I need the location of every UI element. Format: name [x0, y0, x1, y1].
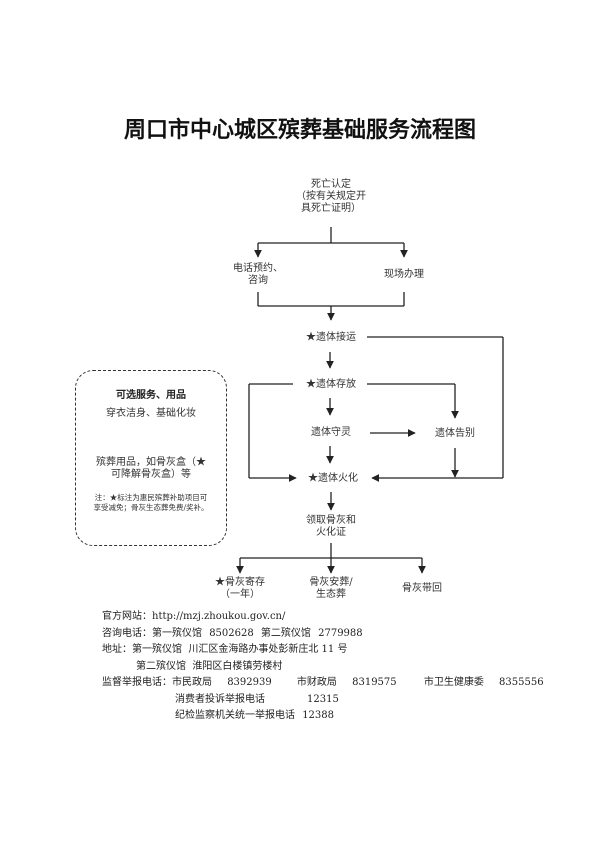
note-line: 注：★标注为惠民殡葬补助项目可: [94, 493, 208, 502]
report-1-name: 市民政局: [172, 677, 212, 688]
report-2-name: 市财政局: [296, 677, 337, 688]
node-storage: ★遗体存放: [306, 379, 356, 390]
node-line: 死亡认定: [311, 179, 351, 190]
node-transport: ★遗体接运: [306, 332, 356, 343]
supplies-line: 可降解骨灰盒）等: [111, 469, 191, 480]
report-phone-row-3: 纪检监察机关统一举报电话 12388: [175, 710, 334, 722]
report-phone-row: 监督举报电话：市民政局 8392939 市财政局 8319575 市卫生健康委 …: [102, 677, 544, 689]
report-1-phone: 8392939: [227, 677, 272, 688]
website-row: 官方网站：http://mzj.zhoukou.gov.cn/: [102, 611, 285, 623]
optional-service-dressing: 穿衣洁身、基础化妆: [106, 408, 196, 419]
node-line: （一年）: [220, 589, 260, 600]
address-row: 地址：第一殡仪馆 川汇区金海路办事处彭新庄北 11 号: [102, 644, 347, 656]
node-line: 火化证: [316, 527, 346, 538]
node-phone-appointment: 电话预约、 咨询: [220, 263, 296, 287]
funeral-home-2-phone: 2779988: [318, 628, 363, 639]
report-3-phone: 8355556: [499, 677, 544, 688]
consult-phone-row: 咨询电话：第一殡仪馆 8502628 第二殡仪馆 2779988: [102, 628, 363, 640]
node-line: 具死亡证明）: [301, 203, 361, 214]
website-link[interactable]: http://mzj.zhoukou.gov.cn/: [152, 611, 286, 622]
address-1: 第一殡仪馆 川汇区金海路办事处彭新庄北 11 号: [132, 644, 348, 655]
node-onsite: 现场办理: [384, 269, 424, 280]
report-phone-row-2: 消费者投诉举报电话 12315: [175, 694, 339, 706]
node-ash-burial: 骨灰安葬/ 生态葬: [295, 577, 367, 601]
node-line: 电话预约、: [233, 263, 283, 274]
report-4-phone: 12315: [307, 694, 339, 705]
page-title: 周口市中心城区殡葬基础服务流程图: [123, 117, 476, 143]
supplies-line: 殡葬用品，如骨灰盒（★: [96, 457, 206, 468]
consult-phone-label: 咨询电话：: [102, 628, 152, 639]
report-2-phone: 8319575: [352, 677, 397, 688]
address-2: 第二殡仪馆 淮阳区白楼镇劳楼村: [136, 661, 283, 672]
node-vigil: 遗体守灵: [311, 427, 351, 438]
optional-services-title: 可选服务、用品: [116, 390, 186, 401]
node-line: 咨询: [248, 275, 268, 286]
report-5-phone: 12388: [302, 710, 334, 721]
optional-services-box: [75, 370, 227, 546]
node-line: 生态葬: [316, 589, 346, 600]
node-death-certification: 死亡认定 （按有关规定开 具死亡证明）: [280, 179, 382, 215]
node-cremation: ★遗体火化: [308, 473, 358, 484]
address-label: 地址：: [102, 644, 132, 655]
node-ash-deposit: ★骨灰寄存 （一年）: [200, 577, 280, 601]
funeral-home-1-phone: 8502628: [209, 628, 254, 639]
address-row-2: 第二殡仪馆 淮阳区白楼镇劳楼村: [136, 661, 282, 673]
report-5-name: 纪检监察机关统一举报电话: [175, 710, 295, 721]
note-line: 享受减免；骨灰生态葬免费/奖补。: [93, 503, 209, 512]
website-label: 官方网站：: [102, 611, 152, 622]
funeral-home-2-name: 第二殡仪馆: [260, 628, 311, 639]
node-line: ★骨灰寄存: [215, 577, 265, 588]
optional-note: 注：★标注为惠民殡葬补助项目可 享受减免；骨灰生态葬免费/奖补。: [75, 493, 227, 513]
report-4-name: 消费者投诉举报电话: [175, 694, 265, 705]
node-line: 骨灰安葬/: [309, 577, 353, 588]
report-3-name: 市卫生健康委: [423, 677, 484, 688]
funeral-home-1-name: 第一殡仪馆: [152, 628, 202, 639]
optional-supplies: 殡葬用品，如骨灰盒（★ 可降解骨灰盒）等: [75, 457, 227, 481]
node-line: 领取骨灰和: [306, 515, 356, 526]
node-ash-take-home: 骨灰带回: [402, 583, 442, 594]
report-phone-label: 监督举报电话：: [102, 677, 172, 688]
node-collect-ashes: 领取骨灰和 火化证: [290, 515, 372, 539]
node-line: （按有关规定开: [296, 191, 366, 202]
node-farewell: 遗体告别: [435, 428, 475, 439]
